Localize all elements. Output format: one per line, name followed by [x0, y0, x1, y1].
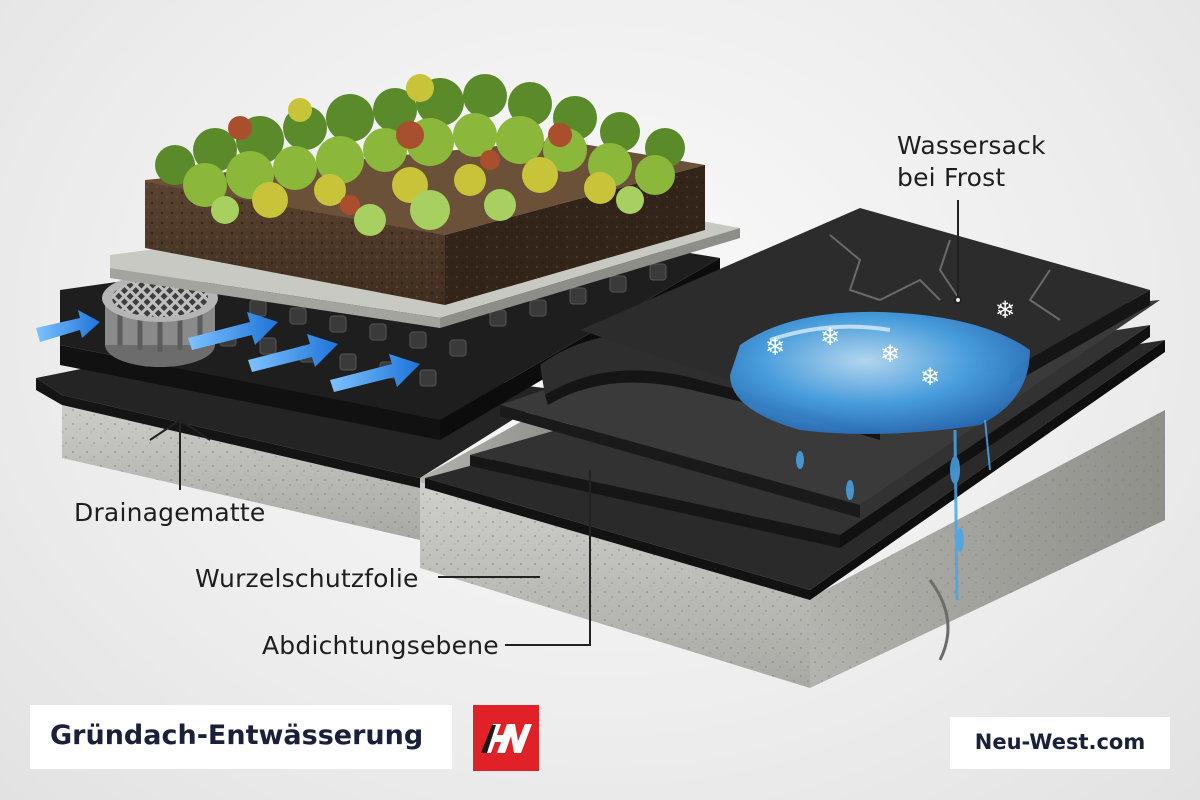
title-banner: Gründach-Entwässerung — [30, 705, 452, 769]
svg-text:❄: ❄ — [920, 363, 940, 391]
svg-text:❄: ❄ — [995, 296, 1015, 324]
root-barrier-label: Wurzelschutzfolie — [195, 564, 419, 593]
svg-text:❄: ❄ — [765, 333, 785, 361]
drainage-mat-label: Drainagematte — [74, 498, 265, 527]
aw-logo-icon[interactable] — [473, 705, 539, 771]
svg-text:❄: ❄ — [880, 340, 900, 368]
site-badge[interactable]: Neu-West.com — [950, 717, 1170, 769]
svg-text:❄: ❄ — [820, 323, 840, 351]
page-title: Gründach-Entwässerung — [50, 720, 423, 751]
site-link[interactable]: Neu-West.com — [950, 730, 1170, 754]
waterproofing-label: Abdichtungsebene — [262, 631, 499, 660]
frost-water-pocket-label: Wassersack bei Frost — [897, 130, 1046, 194]
